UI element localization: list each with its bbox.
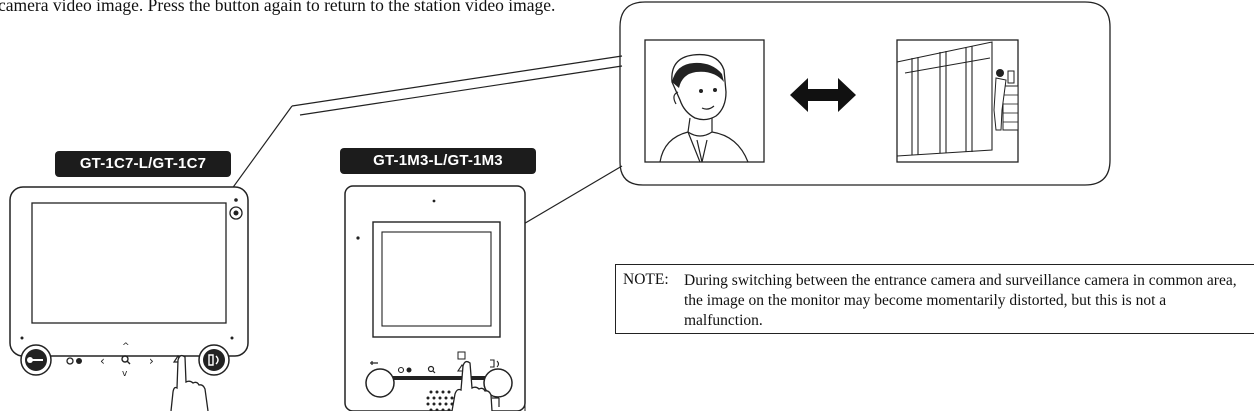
magnifier-icon (427, 365, 436, 374)
model-label-gt-1m3: GT-1M3-L/GT-1M3 (340, 148, 536, 174)
note-box: NOTE: During switching between the entra… (615, 264, 1254, 334)
intro-text: camera video image. Press the button aga… (0, 0, 556, 15)
svg-text:v: v (122, 369, 128, 379)
double-arrow-icon (790, 78, 856, 112)
surveillance-camera-image (896, 39, 1019, 163)
model-label-gt-1c7: GT-1C7-L/GT-1C7 (55, 151, 231, 177)
note-label: NOTE: (623, 271, 669, 288)
svg-text:‹: ‹ (100, 354, 105, 368)
door-station-image (644, 39, 765, 163)
monitor-gt-1m3 (344, 185, 526, 411)
magnifier-icon (121, 355, 131, 365)
monitor-gt-1c7: ‹ › ^ v (9, 186, 249, 411)
brightness-volume-icon (397, 366, 412, 374)
key-icon (365, 361, 395, 398)
talk-icon (198, 344, 230, 376)
svg-text:^: ^ (122, 342, 130, 352)
key-icon (20, 344, 52, 376)
brightness-volume-icon (66, 357, 82, 365)
note-body: During switching between the entrance ca… (684, 272, 1237, 329)
pointing-hand-icon (451, 360, 493, 411)
pointing-hand-icon (170, 354, 209, 411)
svg-text:›: › (149, 354, 154, 368)
talk-icon (483, 359, 513, 398)
